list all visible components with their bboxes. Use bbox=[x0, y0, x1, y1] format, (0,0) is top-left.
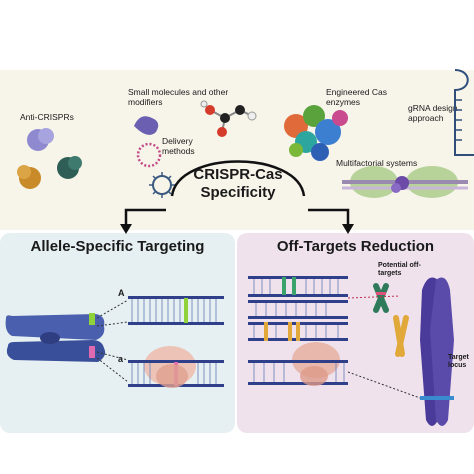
center-title-line1: CRISPR-Cas bbox=[193, 166, 283, 183]
allele-a-label: a bbox=[118, 354, 124, 364]
allele-A-label: A bbox=[118, 288, 125, 298]
specificity-arc bbox=[170, 160, 306, 197]
small-molecules-label: Small molecules and other modifiers bbox=[128, 87, 229, 107]
target-locus-label: Target locus bbox=[448, 354, 469, 369]
anti-crisprs-label: Anti-CRISPRs bbox=[20, 112, 74, 122]
offtarget-chromosome-yellow-icon bbox=[393, 315, 409, 357]
delivery-methods-icon bbox=[134, 116, 175, 198]
allele-a-lower-dotted-line bbox=[96, 351, 129, 361]
allele-specific-title: Allele-Specific Targeting bbox=[30, 238, 205, 255]
dna-strand-target-locus bbox=[248, 342, 348, 386]
right-arrow-path bbox=[308, 208, 350, 226]
dna-strand-offtarget-2 bbox=[248, 300, 348, 319]
left-arrow-path bbox=[124, 208, 166, 226]
potential-offtargets-label: Potential off-targets bbox=[378, 262, 421, 277]
dna-strand-offtarget-1 bbox=[248, 276, 348, 297]
engineered-cas-label: Engineered Cas enzymes bbox=[326, 87, 387, 107]
center-title: CRISPR-Cas Specificity bbox=[163, 166, 313, 202]
dna-strand-allele-a bbox=[128, 346, 224, 388]
left-arrow-head bbox=[120, 224, 132, 234]
grna-design-label: gRNA design approach bbox=[408, 103, 458, 123]
offtarget-chromosome-green-icon bbox=[373, 283, 389, 313]
center-title-line2: Specificity bbox=[200, 184, 276, 201]
right-arrow-head bbox=[342, 224, 354, 234]
allele-a-dotted-line bbox=[96, 299, 129, 319]
small-molecule-icon bbox=[200, 100, 257, 137]
target-chromosome-icon bbox=[420, 277, 454, 426]
dna-strand-allele-A bbox=[128, 296, 224, 325]
multifactorial-label: Multifactorial systems bbox=[336, 158, 418, 168]
multifactorial-systems-icon bbox=[342, 166, 468, 198]
delivery-methods-label: Delivery methods bbox=[162, 136, 195, 156]
engineered-cas-icon bbox=[284, 105, 348, 161]
grna-hairpin-icon bbox=[454, 69, 474, 156]
off-targets-title: Off-Targets Reduction bbox=[276, 238, 435, 255]
chromosome-left-icon bbox=[5, 313, 106, 362]
modifiers-panel bbox=[0, 70, 474, 230]
anti-crispr-proteins-icon bbox=[17, 128, 82, 189]
dna-strand-offtarget-3 bbox=[248, 322, 348, 341]
